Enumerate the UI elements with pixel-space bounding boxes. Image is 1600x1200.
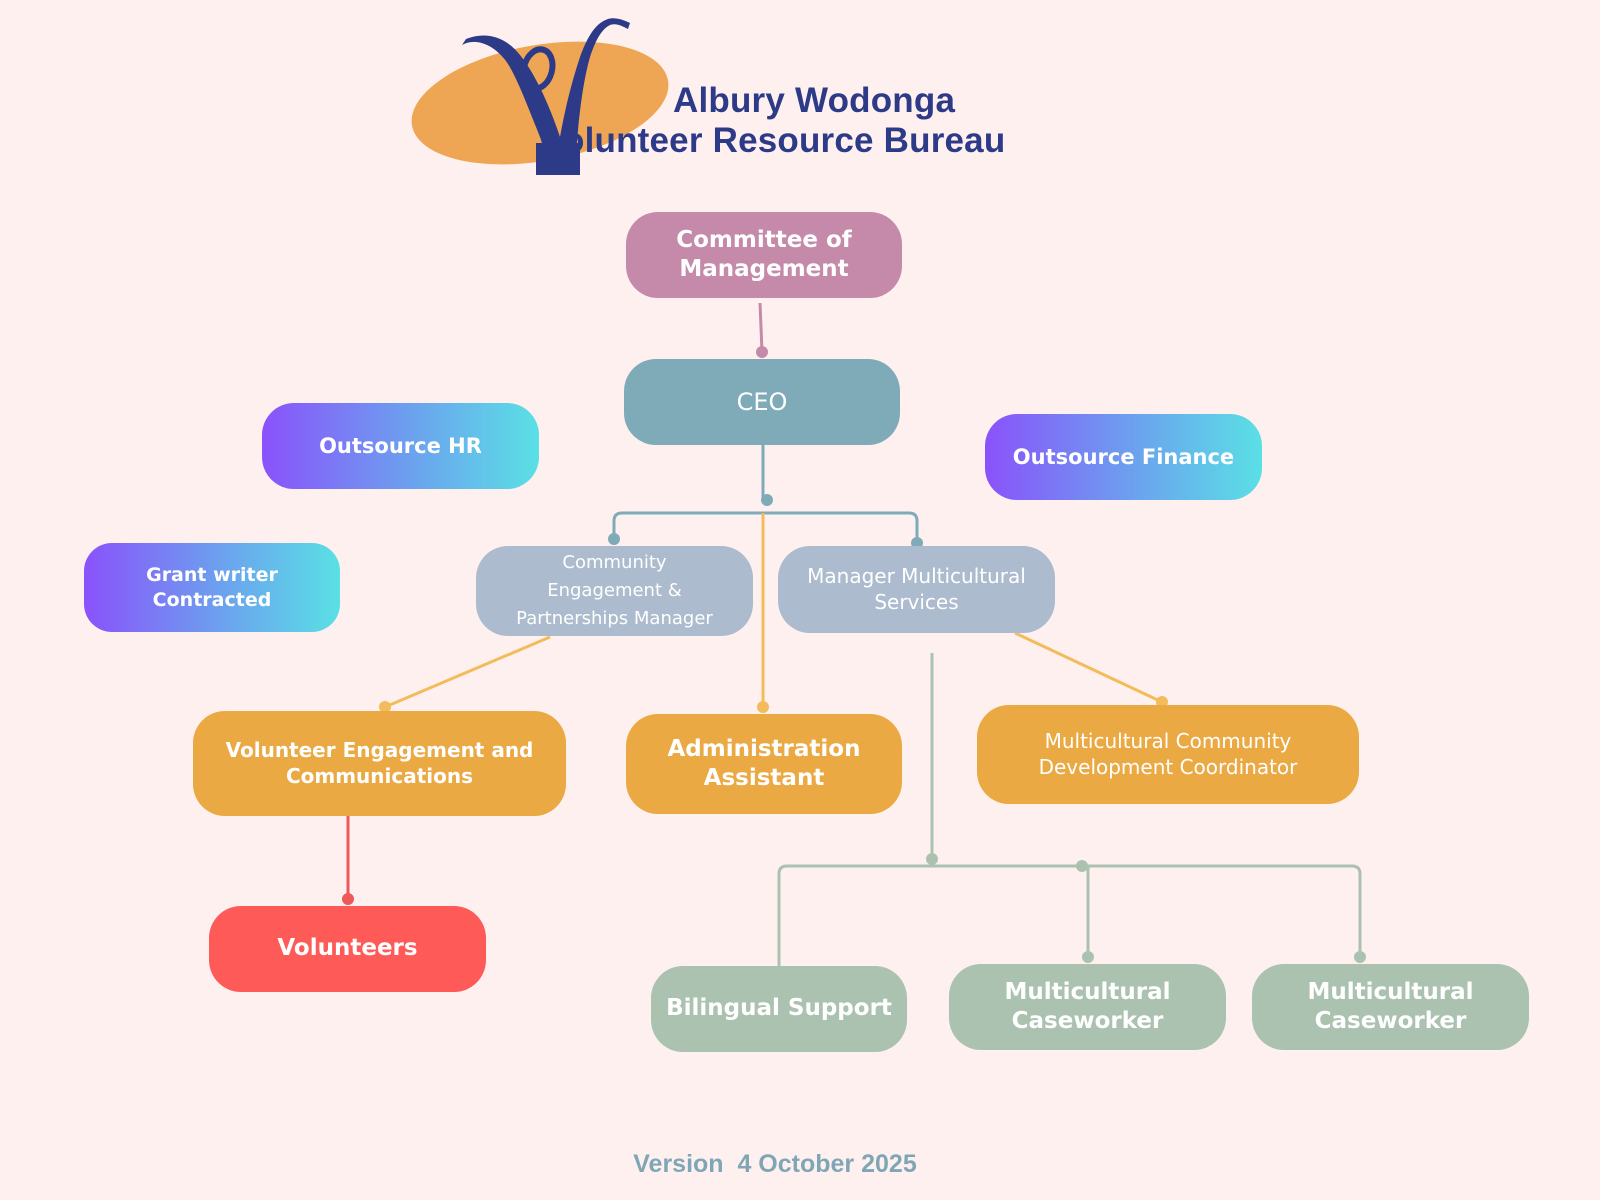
bilingual-support-node[interactable]: Bilingual Support (651, 966, 907, 1052)
volunteer-figure-logo-icon (411, 18, 669, 175)
version-footer: Version 4 October 2025 (633, 1150, 917, 1178)
organisation-logo: Albury Wodonga olunteer Resource Bureau (410, 15, 1060, 175)
multicultural-services-manager-node[interactable]: Manager Multicultural Services (778, 546, 1055, 633)
ceo-node[interactable]: CEO (624, 359, 900, 445)
administration-assistant-node[interactable]: Administration Assistant (626, 714, 902, 814)
volunteers-node[interactable]: Volunteers (209, 906, 486, 992)
community-engagement-manager-node[interactable]: Community Engagement & Partnerships Mana… (476, 546, 753, 636)
grant-writer-node[interactable]: Grant writer Contracted (84, 543, 340, 632)
logo-title-line-2: olunteer Resource Bureau (563, 121, 1006, 160)
multicultural-caseworker-node[interactable]: Multicultural Caseworker (1252, 964, 1529, 1050)
outsource-finance-node[interactable]: Outsource Finance (985, 414, 1262, 500)
logo-title-line-1: Albury Wodonga (673, 81, 956, 120)
multicultural-coordinator-node[interactable]: Multicultural Community Development Coor… (977, 705, 1359, 804)
committee-of-management-node[interactable]: Committee of Management (626, 212, 902, 298)
multicultural-caseworker-node[interactable]: Multicultural Caseworker (949, 964, 1226, 1050)
volunteer-engagement-node[interactable]: Volunteer Engagement and Communications (193, 711, 566, 816)
outsource-hr-node[interactable]: Outsource HR (262, 403, 539, 489)
